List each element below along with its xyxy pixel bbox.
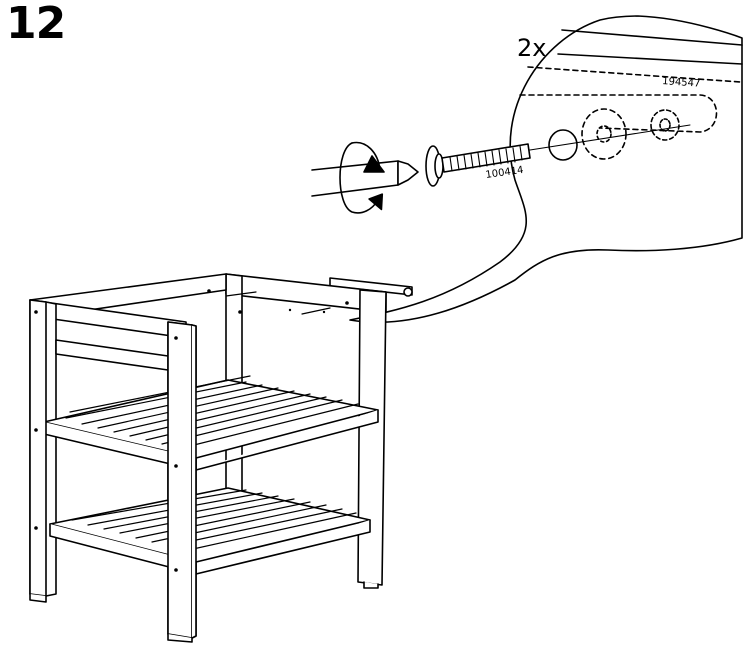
lower-shelf xyxy=(50,488,370,562)
quantity-label: 2x xyxy=(517,34,546,62)
screwdriver-icon xyxy=(312,161,418,196)
shelving-unit xyxy=(30,274,412,642)
back-right-leg xyxy=(358,290,386,585)
